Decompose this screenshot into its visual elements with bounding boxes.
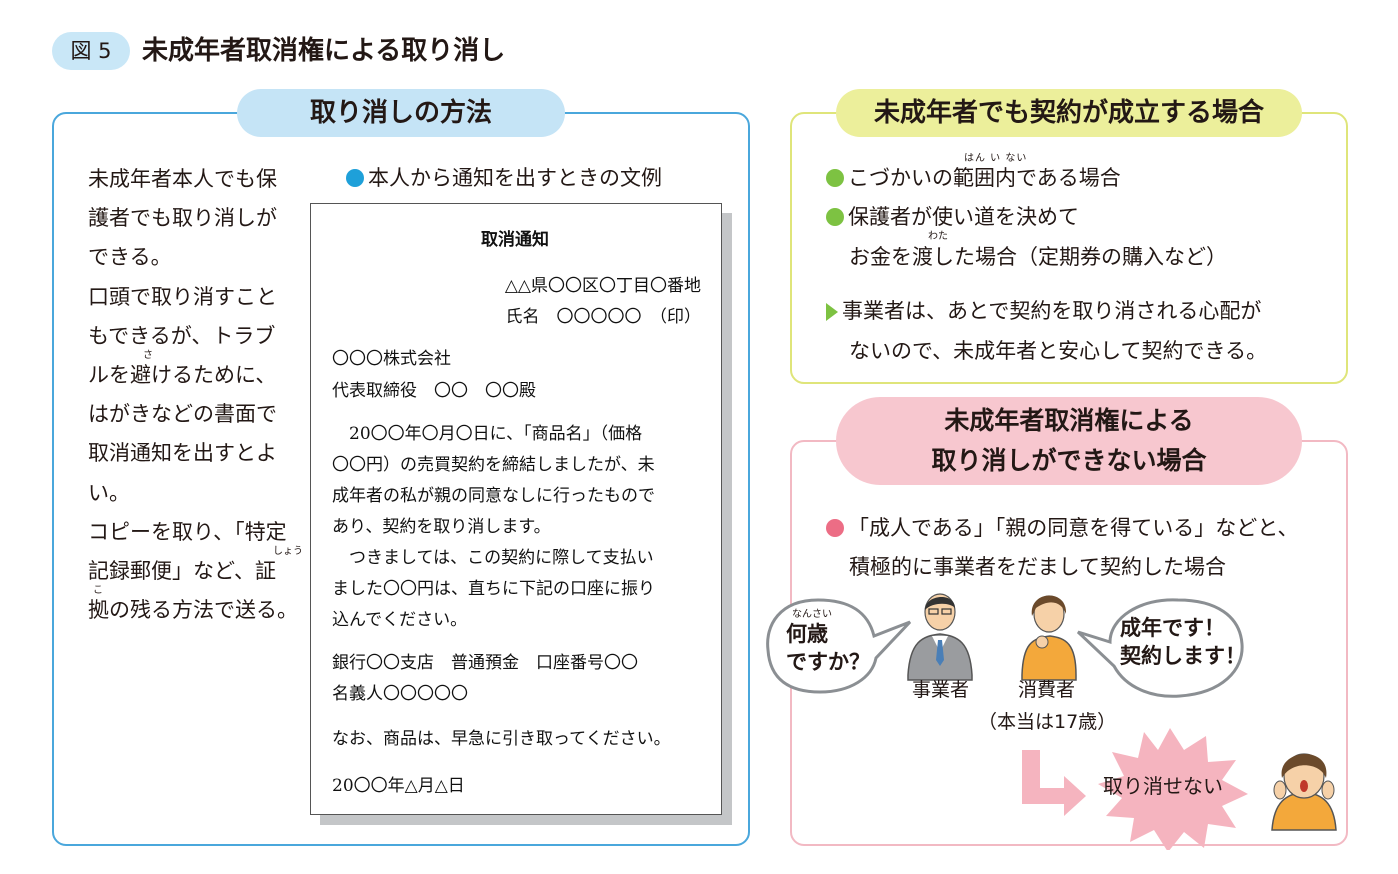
cannot-cancel-result: 取り消せない [1103, 774, 1223, 798]
ruby-shou: しょう [273, 546, 303, 557]
scene-illustration [766, 593, 1337, 850]
cannot-cancel-item: 「成人である」「親の同意を得ている」などと、 [826, 513, 1298, 543]
explanation-text: 未成年者本人でも保 護者でも取り消しが できる。 口頭で取り消すこと もできるが… [88, 160, 306, 630]
letter-sender-name: 氏名 〇〇〇〇〇 （印） [505, 307, 702, 327]
valid-case-item: こづかいの範囲内である場合 [826, 163, 1121, 193]
starburst-shape [1098, 728, 1248, 850]
cannot-cancel-heading: 未成年者取消権による 取り消しができない場合 [836, 397, 1302, 485]
ruby-wata: わた [928, 231, 948, 242]
letter-address: △△県〇〇区〇丁目〇番地 [504, 276, 701, 296]
letter-title: 取消通知 [481, 230, 549, 250]
ruby-hanini: はん い ない [964, 153, 1028, 164]
cancellation-method-heading: 取り消しの方法 [237, 89, 565, 137]
explanation-line: コピーを取り、「特定 [88, 519, 287, 544]
business-label: 事業者 [912, 679, 970, 701]
letter-representative: 代表取締役 〇〇 〇〇殿 [332, 381, 536, 401]
green-bullet-icon [826, 208, 844, 226]
letter-company: 〇〇〇株式会社 [332, 349, 451, 369]
letter-body-line: つきましては、この契約に際して支払い [332, 548, 654, 568]
heading-line: 未成年者取消権による [944, 406, 1194, 435]
cancellation-notice-letter: 取消通知 △△県〇〇区〇丁目〇番地 氏名 〇〇〇〇〇 （印） 〇〇〇株式会社 代… [310, 203, 722, 815]
result-arrow [1022, 750, 1086, 816]
letter-body-line: 20〇〇年〇月〇日に、「商品名」（価格 [332, 424, 643, 444]
speech-bubble-left [766, 598, 912, 694]
letter-body-line: 成年者の私が親の同意なしに行ったもので [332, 486, 655, 506]
valid-case-note-continued: ないので、未成年者と安心して契約できる。 [849, 339, 1268, 363]
blue-bullet-icon [346, 169, 364, 187]
letter-body-line: あり、契約を取り消します。 [332, 517, 551, 537]
green-bullet-icon [826, 169, 844, 187]
letter-body-line: 〇〇円）の売買契約を締結しましたが、未 [332, 455, 655, 475]
explanation-line: 記録郵便」など、証 [88, 559, 276, 584]
figure-title: 未成年者取消権による取り消し [142, 36, 506, 66]
heading-line: 取り消しができない場合 [931, 446, 1207, 475]
valid-case-item: 保護者が使い道を決めて [826, 202, 1079, 232]
consumer-actual-age: （本当は17歳） [978, 711, 1117, 733]
explanation-line: はがきなどの書面で [88, 402, 277, 427]
surprised-person-illustration [1271, 753, 1337, 831]
letter-request: なお、商品は、早急に引き取ってください。 [332, 729, 671, 749]
letter-body-line: 込んでください。 [332, 610, 468, 630]
consumer-illustration [1021, 595, 1077, 681]
explanation-line: い。 [88, 480, 130, 505]
contract-valid-heading: 未成年者でも契約が成立する場合 [836, 89, 1302, 137]
explanation-line: 護者でも取り消しが [88, 206, 277, 231]
explanation-line: 口頭で取り消すこと [88, 284, 277, 309]
ruby-nansai: なんさい [792, 609, 832, 620]
consumer-label: 消費者 [1018, 679, 1076, 701]
letter-body-line: ました〇〇円は、直ちに下記の口座に振り [332, 579, 655, 599]
businessman-illustration [907, 593, 973, 681]
explanation-line: もできるが、トラブ [88, 323, 276, 348]
letter-date: 20〇〇年△月△日 [332, 776, 465, 796]
explanation-line: 未成年者本人でも保 [88, 167, 277, 191]
ruby-sa: さ [143, 350, 153, 361]
explanation-line: ルを避けるために、 [88, 363, 277, 388]
figure-label: 図 5 [52, 32, 130, 70]
pink-bullet-icon [826, 519, 844, 537]
valid-case-item-continued: お金を渡した場合（定期券の購入など） [849, 245, 1227, 269]
explanation-line: 拠の残る方法で送る。 [88, 598, 298, 623]
explanation-line: できる。 [88, 245, 172, 270]
arrow-right-icon [826, 303, 838, 321]
explanation-line: 取消通知を出すとよ [88, 441, 277, 466]
speech-bubble-right [1076, 598, 1244, 698]
letter-bank-line: 銀行〇〇支店 普通預金 口座番号〇〇 [332, 653, 638, 673]
valid-case-note: 事業者は、あとで契約を取り消される心配が [826, 296, 1261, 326]
adult-claim: 成年です！ 契約します！ [1120, 616, 1246, 668]
cannot-cancel-item-continued: 積極的に事業者をだまして契約した場合 [849, 555, 1226, 579]
letter-example-label: 本人から通知を出すときの文例 [346, 160, 662, 196]
letter-account-holder: 名義人〇〇〇〇〇 [332, 684, 468, 704]
age-question: 何歳 ですか？ [786, 622, 870, 674]
ruby-ko: こ [93, 585, 103, 596]
